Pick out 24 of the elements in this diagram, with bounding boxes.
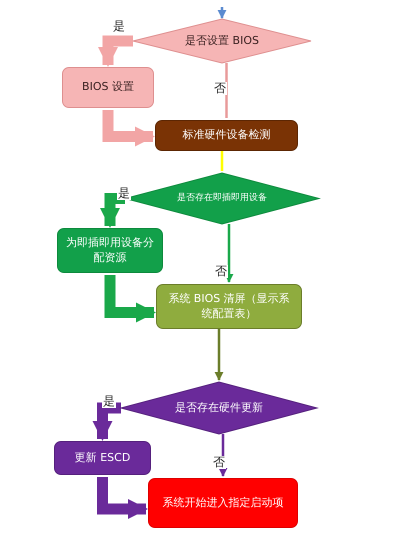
edge-label: 否 xyxy=(213,82,227,96)
process-box: 为即插即用设备分配资源 xyxy=(57,228,163,273)
process-box: BIOS 设置 xyxy=(62,67,154,108)
connector-line xyxy=(225,63,228,118)
arrow xyxy=(100,193,125,228)
process-box: 系统开始进入指定启动项 xyxy=(148,478,298,528)
connector-line xyxy=(220,151,224,171)
edge-label: 否 xyxy=(212,456,226,470)
arrow xyxy=(218,434,228,477)
arrow xyxy=(98,36,133,67)
edge-label: 否 xyxy=(214,265,228,278)
process-box: 更新 ESCD xyxy=(54,441,151,475)
arrow xyxy=(102,110,155,146)
edge-label: 是 xyxy=(112,20,126,34)
edge-label: 是 xyxy=(102,395,116,408)
arrow xyxy=(224,224,234,283)
arrow xyxy=(92,402,121,441)
arrow xyxy=(214,329,224,381)
process-box: 标准硬件设备检测 xyxy=(155,120,298,151)
arrow xyxy=(218,7,226,19)
process-box: 系统 BIOS 清屏（显示系统配置表） xyxy=(156,284,302,329)
decision-diamond: 是否设置 BIOS xyxy=(133,19,311,63)
edge-label: 是 xyxy=(117,187,131,200)
decision-diamond: 是否存在硬件更新 xyxy=(121,382,317,434)
